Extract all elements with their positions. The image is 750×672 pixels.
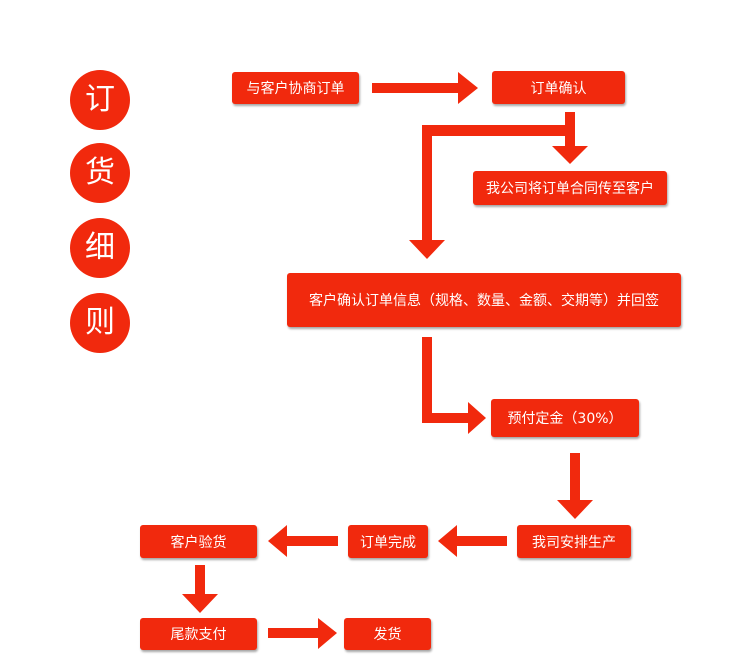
arrow-right-1 <box>372 72 478 104</box>
title-char-4: 则 <box>70 293 130 353</box>
step-production: 我司安排生产 <box>517 525 631 558</box>
step-send-contract: 我公司将订单合同传至客户 <box>473 171 667 205</box>
step-deposit: 预付定金（30%） <box>491 399 639 437</box>
title-char-1: 订 <box>70 70 130 130</box>
step-ship: 发货 <box>344 618 431 650</box>
arrow-down-right <box>422 337 486 434</box>
step-final-payment: 尾款支付 <box>140 618 257 650</box>
arrow-down-2 <box>557 453 593 519</box>
arrow-left-2 <box>268 525 338 557</box>
arrow-down-branch <box>552 112 588 164</box>
title-char-2: 货 <box>70 143 130 203</box>
arrow-left-1 <box>438 525 507 557</box>
arrow-branch-left-down <box>409 125 565 259</box>
step-inspect: 客户验货 <box>140 525 257 558</box>
arrow-right-2 <box>268 618 337 649</box>
step-complete: 订单完成 <box>348 525 428 558</box>
step-confirm: 订单确认 <box>492 71 625 104</box>
title-char-3: 细 <box>70 218 130 278</box>
arrow-down-3 <box>182 565 218 613</box>
step-negotiate: 与客户协商订单 <box>232 72 359 104</box>
step-customer-sign: 客户确认订单信息（规格、数量、金额、交期等）并回签 <box>287 273 681 327</box>
